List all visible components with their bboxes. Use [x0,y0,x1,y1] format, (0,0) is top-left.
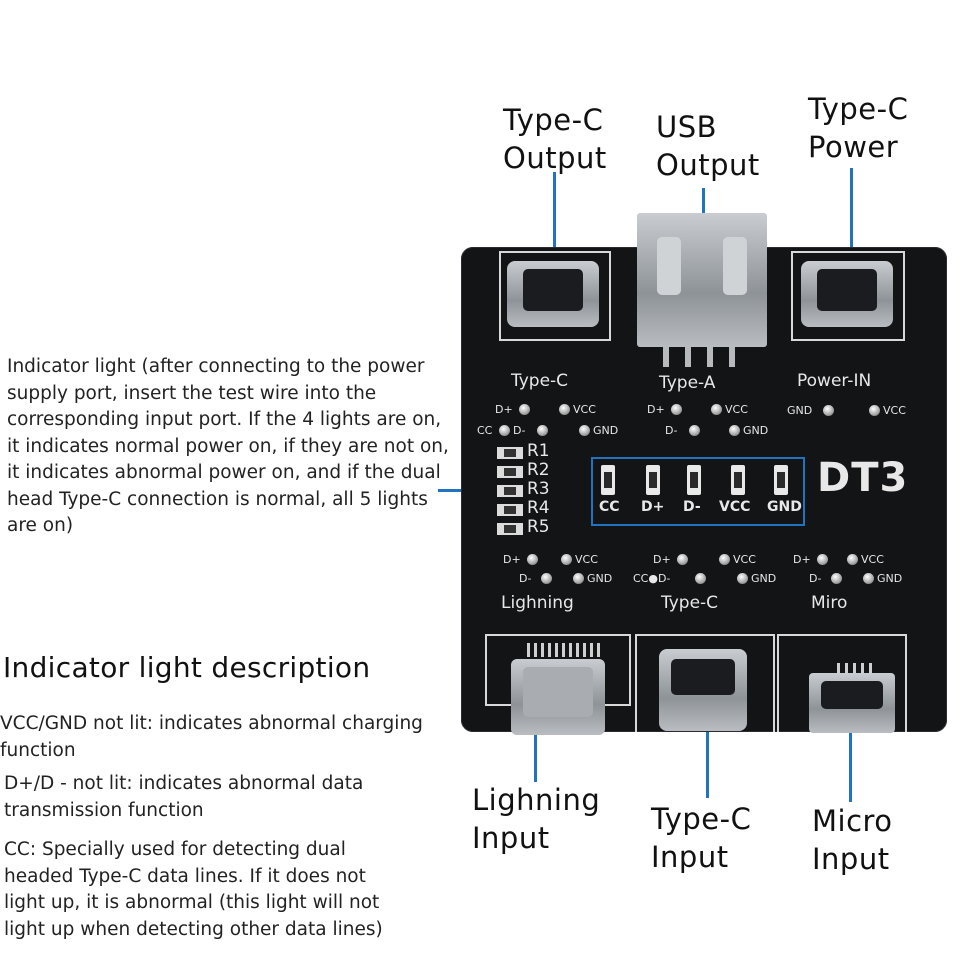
resistor-r2 [497,466,523,478]
pin-label-dplus: D+ [647,403,665,416]
led-typec-in-vcc [719,554,730,565]
resistor-r3 [497,485,523,497]
pin-label-gnd: GND [743,424,769,437]
led-typec-cc [499,425,510,436]
led-typec-in-dminus [695,573,706,584]
led-typea-gnd [729,425,740,436]
typec-input-port[interactable] [659,649,747,731]
resistor-r5 [497,523,523,535]
led-typec-dminus [537,425,548,436]
led-label-gnd: GND [767,499,802,515]
led-label-dminus: D- [683,499,701,515]
frame-micro [777,634,907,732]
pin-label-dminus: D- [519,572,532,585]
pin-label-dplus: D+ [495,403,513,416]
pin-label-vcc: VCC [575,553,598,566]
silk-power-in: Power-IN [797,371,872,391]
led-typec-in-dplus [677,554,688,565]
pin-label-vcc: VCC [883,404,906,417]
model-label: DT3 [817,455,909,501]
led-typec-gnd [579,425,590,436]
led-micro-vcc [847,554,858,565]
frame-power-in [791,251,905,341]
led-typec-in-gnd [737,573,748,584]
silk-r1: R1 [527,441,550,461]
indicator-led-box: CC D+ D- VCC GND [591,457,805,526]
led-vcc [731,465,745,495]
pin-label-vcc: VCC [733,553,756,566]
typec-power-port[interactable] [801,261,893,327]
frame-typec-input [635,634,775,732]
indicator-note: Indicator light (after connecting to the… [7,356,449,536]
pin-label-vcc: VCC [861,553,884,566]
pin-label-cc: CC [477,424,493,437]
silk-typec-in: Type-C [661,593,719,613]
label-lightning-input: Lighning Input [472,783,601,855]
led-label-vcc: VCC [719,499,751,515]
frame-typec-output [499,251,611,341]
pin-label-dplus: D+ [653,553,671,566]
pin-label-vcc: VCC [725,403,748,416]
led-micro-gnd [863,573,874,584]
lightning-input-port[interactable] [511,659,605,735]
silk-r5: R5 [527,517,550,537]
led-dplus [646,465,660,495]
pin-label-dminus: D- [809,572,822,585]
typec-output-port[interactable] [507,261,599,327]
pin-label-dplus: D+ [503,553,521,566]
description-item-cc: CC: Specially used for detecting dual he… [4,839,383,940]
pin-label-gnd: GND [877,572,903,585]
usb-a-port[interactable] [637,213,767,347]
pin-label-vcc: VCC [573,403,596,416]
pin-label-dminus: D- [513,424,526,437]
label-typec-output: Type-C Output [503,103,607,175]
silk-r3: R3 [527,479,550,499]
led-typea-vcc [711,404,722,415]
pin-label-gnd: GND [587,572,613,585]
led-power-gnd [823,405,834,416]
resistor-r4 [497,504,523,516]
description-heading: Indicator light description [3,651,371,684]
label-usb-output: USB Output [656,110,760,182]
description-item-data: D+/D - not lit: indicates abnormal data … [4,773,364,821]
led-typea-dplus [671,404,682,415]
pin-label-dplus: D+ [793,553,811,566]
pin-label-gnd: GND [751,572,777,585]
led-label-cc: CC [599,499,620,515]
label-micro-input: Micro Input [812,804,893,876]
silk-r2: R2 [527,460,550,480]
led-lightning-dminus [541,573,552,584]
led-typec-dplus [519,404,530,415]
led-typea-dminus [689,425,700,436]
micro-input-port[interactable] [809,673,895,733]
led-micro-dplus [817,554,828,565]
silk-typec: Type-C [511,371,569,391]
silk-typea: Type-A [659,373,716,393]
silk-micro: Miro [811,593,848,613]
resistor-r1 [497,447,523,459]
tester-board: Type-C Type-A Power-IN D+ VCC CC D- GND … [461,213,947,735]
label-typec-input: Type-C Input [651,802,752,874]
led-lightning-dplus [527,554,538,565]
led-lightning-gnd [573,573,584,584]
label-typec-power: Type-C Power [808,92,909,164]
led-micro-dminus [831,573,842,584]
silk-lightning: Lighning [501,593,574,613]
led-power-vcc [869,405,880,416]
led-lightning-vcc [561,554,572,565]
silk-r4: R4 [527,498,550,518]
pin-label-gnd: GND [787,404,813,417]
led-dminus [687,465,701,495]
pin-label-cc-dminus: CC●D- [633,572,671,585]
led-typec-vcc [559,404,570,415]
led-cc [601,465,615,495]
pin-label-dminus: D- [665,424,678,437]
led-gnd [774,465,788,495]
pin-label-gnd: GND [593,424,619,437]
description-item-vcc: VCC/GND not lit: indicates abnormal char… [0,713,423,761]
led-label-dplus: D+ [641,499,665,515]
